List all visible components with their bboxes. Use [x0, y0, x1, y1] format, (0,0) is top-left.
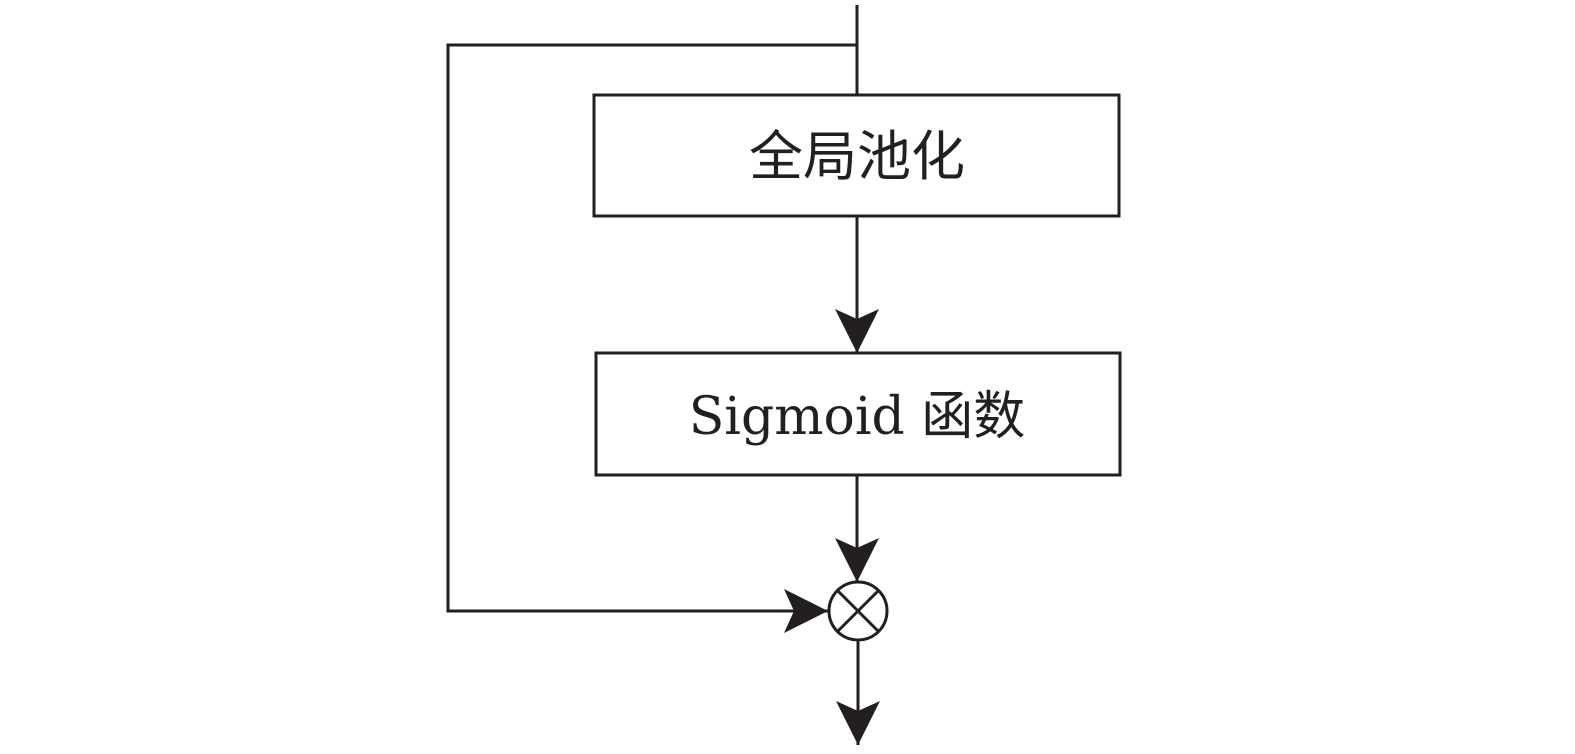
sigmoid-label: Sigmoid 函数 — [689, 387, 1026, 447]
skip-connection-edge — [446, 43, 857, 633]
sigmoid-node: Sigmoid 函数 — [594, 351, 1122, 477]
multiply-node — [827, 580, 889, 642]
global-pool-node: 全局池化 — [592, 93, 1121, 218]
global-pool-label: 全局池化 — [749, 125, 965, 188]
multiply-cross-b — [836, 589, 880, 633]
